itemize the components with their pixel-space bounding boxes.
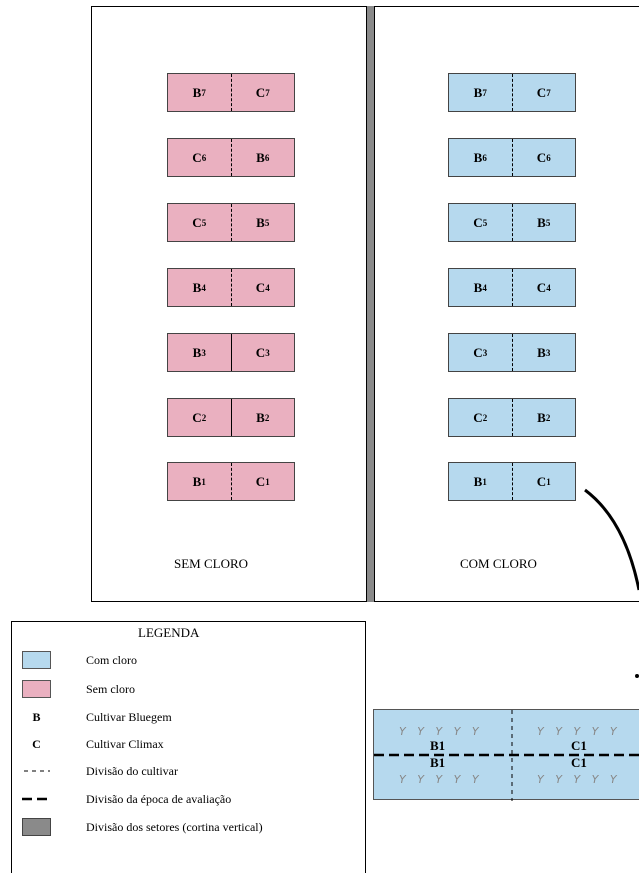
plot-detail: Y Y Y Y Y Y Y Y Y Y Y Y Y Y Y Y Y Y Y Y … (373, 709, 639, 801)
sem-cloro-swatch (22, 680, 51, 698)
plot-label: B (473, 84, 483, 100)
grass-icons-bottom-right: Y Y Y Y Y (537, 773, 621, 786)
plot-label: B (537, 344, 546, 360)
grass-icons-top-left: Y Y Y Y Y (399, 725, 483, 738)
plot-label: B (192, 84, 202, 100)
plot-label: C (192, 409, 202, 425)
detail-label-b1-bottom: B1 (430, 755, 446, 770)
plot-label: B (192, 279, 202, 295)
plot-label: C (473, 344, 483, 360)
sector-label-com-cloro: COM CLORO (460, 556, 537, 571)
plot-label: C (536, 279, 547, 295)
plot-label: B (256, 409, 265, 425)
detail-label-c1-bottom: C1 (571, 755, 587, 770)
grass-icons-bottom-left: Y Y Y Y Y (399, 773, 483, 786)
bluegem-symbol: B (32, 709, 41, 724)
plot-label: B (192, 344, 202, 360)
sector-label-sem-cloro: SEM CLORO (174, 556, 249, 571)
plot-label: B (473, 279, 483, 295)
plot-label: C (473, 214, 483, 230)
plot-label: C (536, 473, 547, 489)
com-cloro-swatch (22, 651, 51, 669)
plot-label: C (192, 214, 202, 230)
plot-label: B (473, 473, 483, 489)
legend: LEGENDA Com cloro Sem cloro B Cultivar B… (11, 621, 366, 873)
plot-label: C (255, 279, 266, 295)
detail-division-lines (374, 710, 639, 801)
plot-label: B (473, 149, 483, 165)
divisao-setores-swatch (22, 818, 51, 836)
plot-label: B (537, 214, 546, 230)
detail-label-c1-top: C1 (571, 738, 587, 753)
plot-label: C (255, 344, 266, 360)
detail-label-b1-top: B1 (430, 738, 446, 753)
plot-label: B (192, 473, 202, 489)
climax-symbol: C (32, 736, 41, 751)
plot-label: C (192, 149, 202, 165)
plot-label: C (536, 84, 547, 100)
plot-label: C (255, 84, 266, 100)
zoom-arrow-icon (584, 488, 639, 678)
plot-label: C (473, 409, 483, 425)
dashed-line-thick-icon (22, 797, 51, 801)
plot-label: B (256, 149, 265, 165)
dashed-line-thin-icon (24, 770, 50, 772)
legend-title: LEGENDA (138, 625, 200, 640)
plot-label: B (256, 214, 265, 230)
sector-divider-curtain (367, 6, 374, 602)
plot-label: C (536, 149, 547, 165)
grass-icons-top-right: Y Y Y Y Y (537, 725, 621, 738)
plot-label: C (255, 473, 266, 489)
plot-label: B (537, 409, 546, 425)
